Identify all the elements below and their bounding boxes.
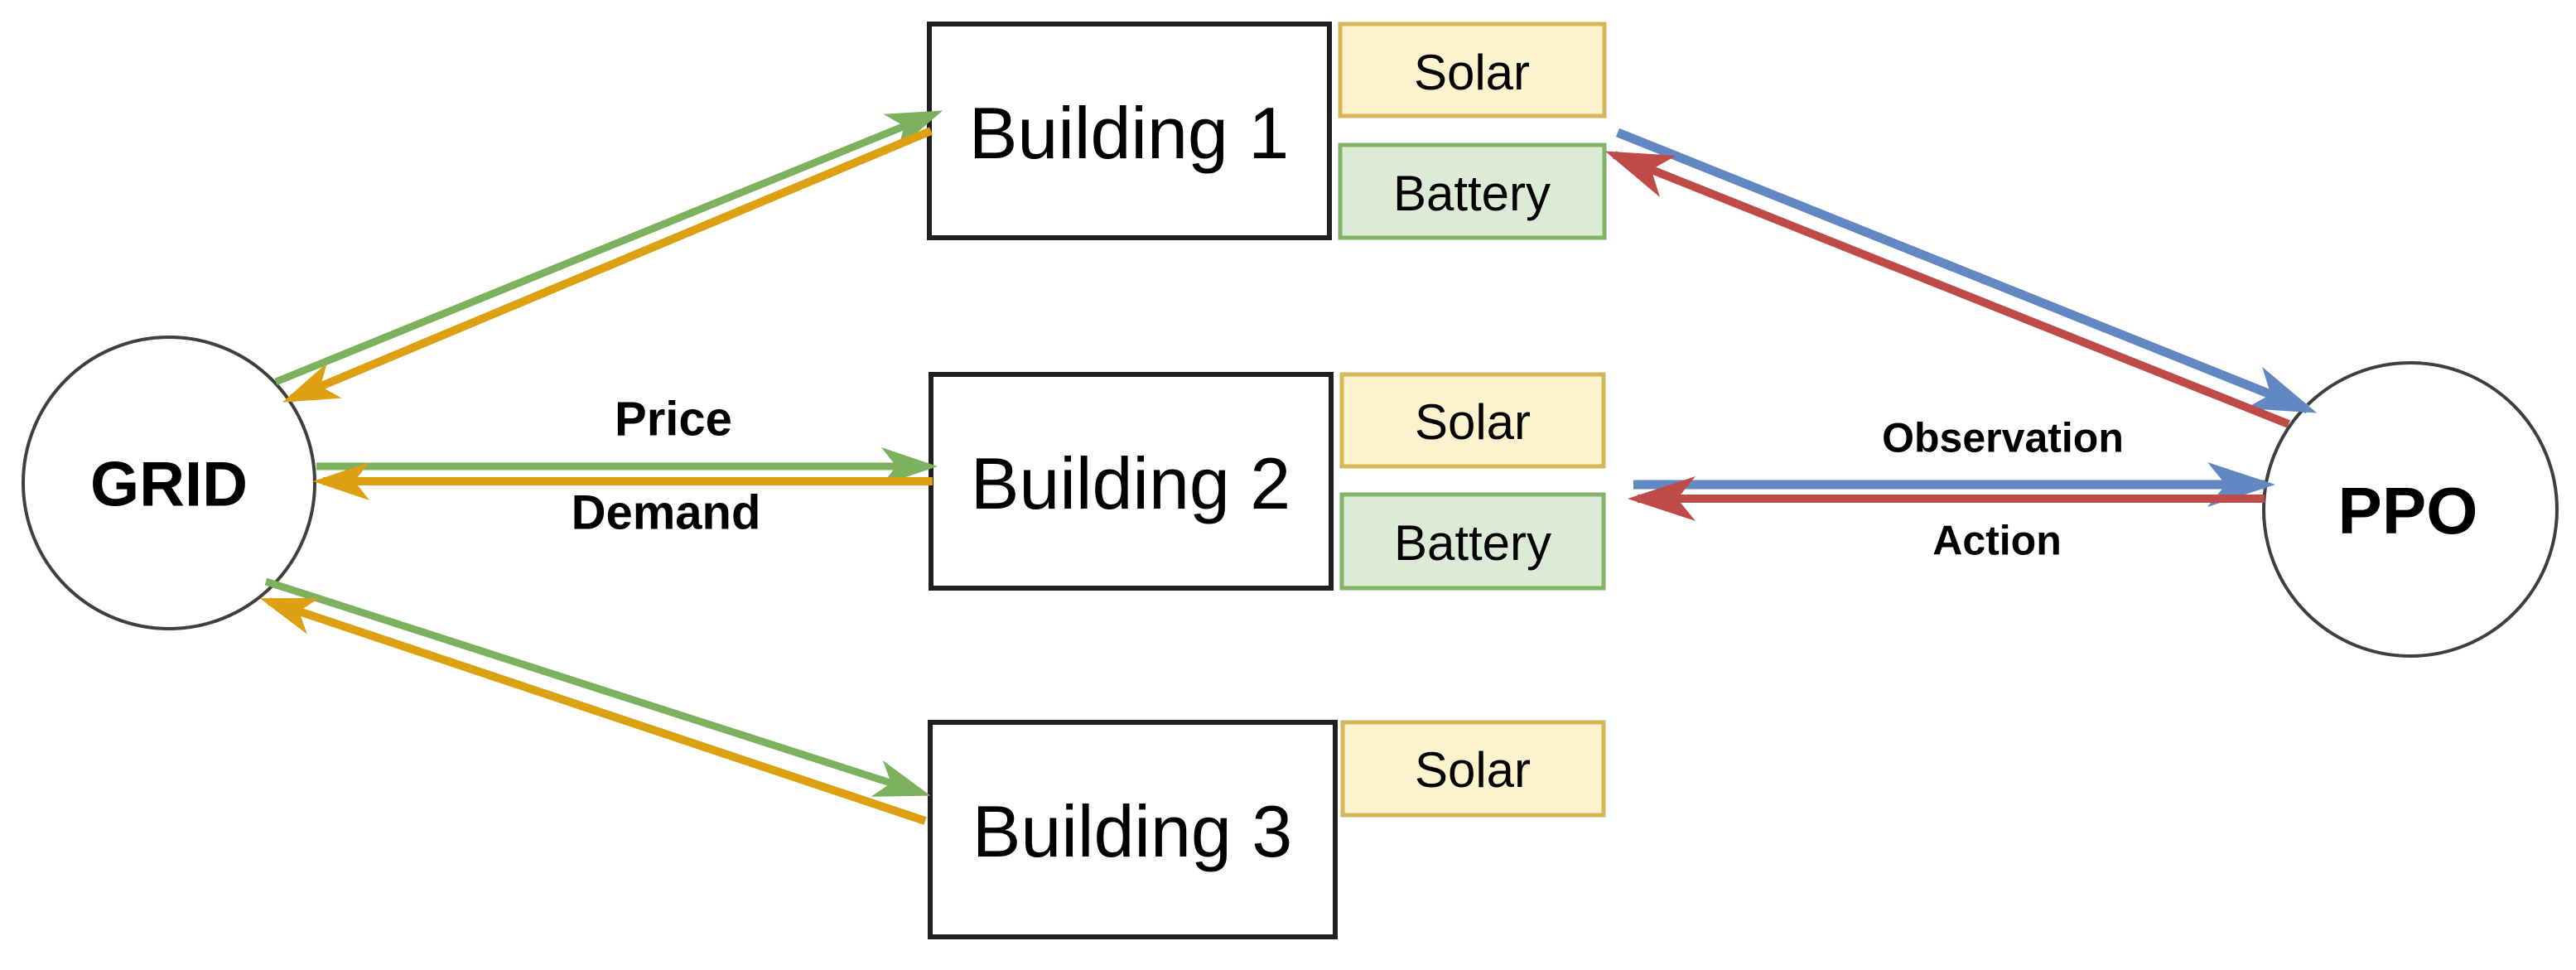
building3-solar-box bbox=[1340, 720, 1606, 818]
building2-solar-box bbox=[1339, 372, 1606, 469]
observation-arrow-from-building1 bbox=[1615, 128, 2318, 414]
building2-battery-box bbox=[1339, 492, 1606, 591]
building2-solar-label: Solar bbox=[1415, 394, 1531, 450]
building1-solar-label: Solar bbox=[1414, 45, 1530, 100]
grid-label: GRID bbox=[90, 450, 248, 520]
building2-label: Building 2 bbox=[971, 442, 1291, 524]
building2-battery-label: Battery bbox=[1394, 515, 1551, 571]
action-arrow-to-building1 bbox=[1604, 151, 2290, 428]
demand-edge-label: Demand bbox=[572, 485, 761, 539]
ppo-node bbox=[2262, 361, 2559, 658]
building1-battery-box bbox=[1338, 142, 1607, 240]
action-edge-label: Action bbox=[1932, 518, 2062, 564]
building1-battery-label: Battery bbox=[1393, 166, 1551, 221]
price-arrow-to-building3 bbox=[264, 577, 931, 797]
price-edge-label: Price bbox=[615, 392, 732, 446]
price-arrow-to-building1 bbox=[274, 110, 943, 386]
building3-solar-label: Solar bbox=[1415, 742, 1531, 798]
building1-solar-box bbox=[1338, 22, 1607, 118]
building3-label: Building 3 bbox=[972, 790, 1293, 872]
ppo-label: PPO bbox=[2338, 474, 2478, 548]
demand-arrow-from-building3 bbox=[259, 597, 927, 825]
observation-edge-label: Observation bbox=[1882, 415, 2124, 461]
building1-label: Building 1 bbox=[969, 92, 1290, 174]
building3-box bbox=[928, 720, 1338, 939]
building1-box bbox=[927, 22, 1332, 240]
demand-arrow-from-building1 bbox=[282, 127, 933, 403]
